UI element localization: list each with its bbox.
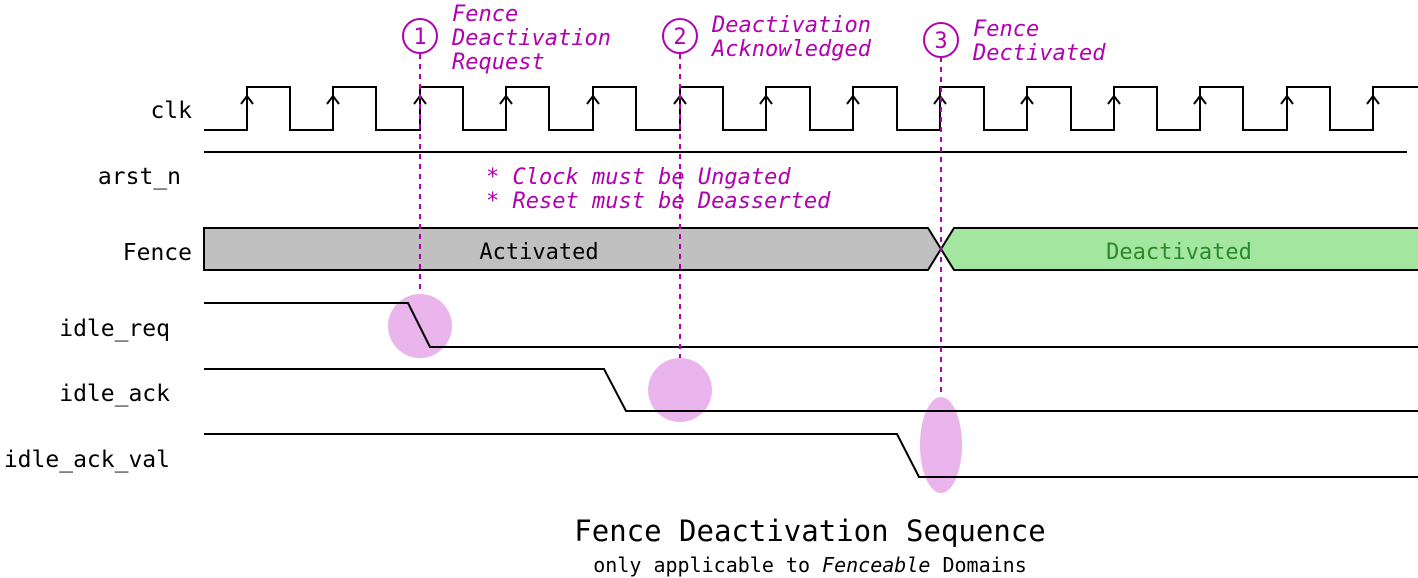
subtitle-prefix: only applicable to — [593, 553, 822, 577]
subtitle-emphasis: Fenceable — [822, 553, 930, 577]
arst-n-label: arst_n — [98, 164, 181, 190]
reset-deasserted-note: * Reset must be Deasserted — [486, 189, 831, 214]
marker-2-circle — [662, 18, 698, 54]
clk-rising-edge-arrows — [240, 94, 1380, 105]
idle-ack-val-highlight — [920, 397, 962, 493]
idle-req-label: idle_req — [59, 316, 170, 342]
fence-label: Fence — [123, 240, 192, 266]
marker-2-annotation: Deactivation Acknowledged — [710, 13, 884, 62]
marker-2: 2 — [662, 18, 698, 54]
idle-ack-val-label: idle_ack_val — [4, 447, 170, 473]
marker-3-annotation: Fence Dectivated — [972, 17, 1106, 66]
idle-req-waveform — [204, 302, 1418, 348]
idle-ack-highlight — [648, 358, 712, 422]
fence-deactivated-text: Deactivated — [1106, 240, 1252, 265]
marker-2-number: 2 — [673, 25, 686, 50]
marker-1-circle — [402, 18, 438, 54]
idle-ack-label: idle_ack — [59, 381, 170, 407]
marker-1-number: 1 — [413, 25, 426, 50]
marker-1-annotation: Fence Deactivation Request — [451, 2, 624, 75]
marker-3-circle — [923, 22, 959, 58]
marker-3-number: 3 — [934, 29, 947, 54]
idle-ack-waveform — [204, 368, 1418, 412]
fence-activated-text: Activated — [479, 240, 598, 265]
clk-label: clk — [150, 98, 192, 124]
diagram-title: Fence Deactivation Sequence — [574, 514, 1045, 548]
subtitle-suffix: Domains — [930, 553, 1026, 577]
fence-activated-segment — [203, 227, 943, 271]
idle-ack-val-waveform — [204, 433, 1418, 478]
clock-ungated-note: * Clock must be Ungated — [486, 165, 791, 190]
diagram-subtitle: only applicable to Fenceable Domains — [593, 553, 1026, 577]
marker-1: 1 — [402, 18, 438, 54]
clk-waveform — [204, 86, 1418, 131]
marker-3: 3 — [923, 22, 959, 58]
